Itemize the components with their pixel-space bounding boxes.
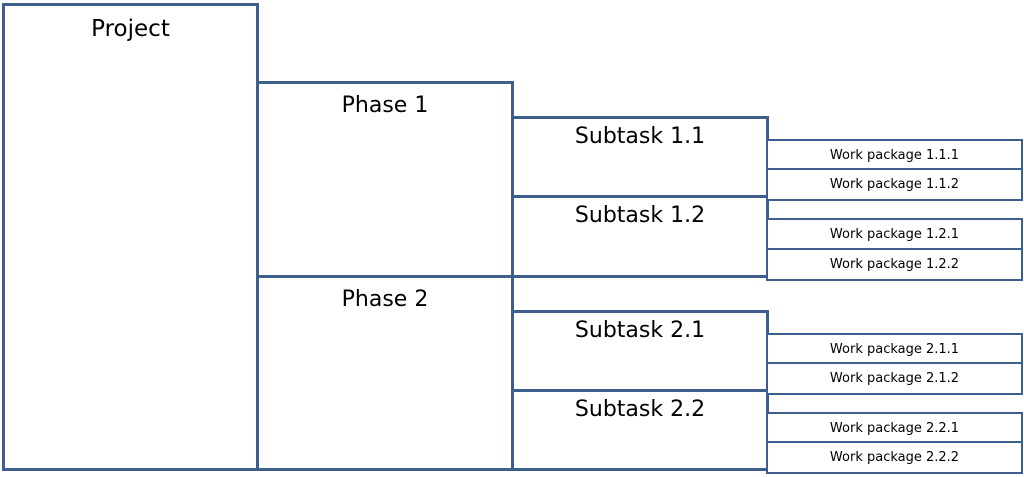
project-box: Project xyxy=(2,3,259,471)
subtask-1-2-label: Subtask 1.2 xyxy=(574,203,706,228)
work-package-2-1-2-box: Work package 2.1.2 xyxy=(766,362,1023,395)
phase-1-label: Phase 1 xyxy=(341,93,429,118)
subtask-1-2-box: Subtask 1.2 xyxy=(511,195,769,278)
work-package-1-1-2-box: Work package 1.1.2 xyxy=(766,168,1023,201)
work-package-2-2-1-label: Work package 2.2.1 xyxy=(829,421,960,436)
work-package-1-1-1-box: Work package 1.1.1 xyxy=(766,139,1023,172)
work-package-2-1-1-label: Work package 2.1.1 xyxy=(829,342,960,357)
phase-1-box: Phase 1 xyxy=(256,81,514,278)
phase-2-box: Phase 2 xyxy=(256,275,514,471)
work-package-1-1-2-label: Work package 1.1.2 xyxy=(829,177,960,192)
work-package-1-2-2-label: Work package 1.2.2 xyxy=(829,257,960,272)
work-package-2-2-2-box: Work package 2.2.2 xyxy=(766,441,1023,474)
subtask-2-1-box: Subtask 2.1 xyxy=(511,310,769,392)
work-package-1-2-1-box: Work package 1.2.1 xyxy=(766,218,1023,251)
work-package-2-2-2-label: Work package 2.2.2 xyxy=(829,450,960,465)
subtask-2-2-box: Subtask 2.2 xyxy=(511,389,769,471)
work-package-1-1-1-label: Work package 1.1.1 xyxy=(829,148,960,163)
work-package-1-2-2-box: Work package 1.2.2 xyxy=(766,248,1023,281)
subtask-2-2-label: Subtask 2.2 xyxy=(574,397,706,422)
project-label: Project xyxy=(91,16,170,42)
work-package-2-2-1-box: Work package 2.2.1 xyxy=(766,412,1023,445)
work-package-1-2-1-label: Work package 1.2.1 xyxy=(829,227,960,242)
work-package-2-1-2-label: Work package 2.1.2 xyxy=(829,371,960,386)
subtask-1-1-box: Subtask 1.1 xyxy=(511,116,769,198)
subtask-2-1-label: Subtask 2.1 xyxy=(574,318,706,343)
subtask-1-1-label: Subtask 1.1 xyxy=(574,124,706,149)
phase-2-label: Phase 2 xyxy=(341,287,429,312)
